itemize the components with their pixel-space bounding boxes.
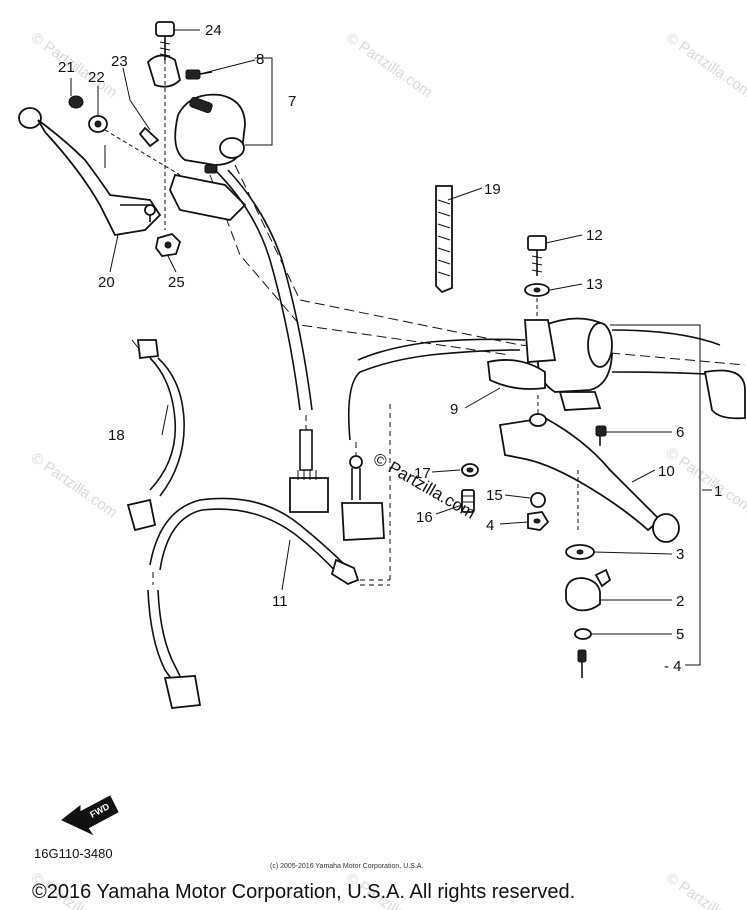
- small-parts-middle: [461, 463, 550, 531]
- left-switch-assembly: [146, 54, 247, 221]
- label-5: 5: [676, 626, 684, 643]
- label-7: 7: [288, 93, 296, 110]
- label-6: 6: [676, 424, 684, 441]
- label-12: 12: [586, 227, 603, 244]
- left-switch-cable: [214, 169, 329, 513]
- label-3: 3: [676, 546, 684, 563]
- cable-strap-19: [435, 185, 453, 294]
- label-1: 1: [714, 483, 722, 500]
- cable-18: [126, 339, 185, 532]
- label-17: 17: [414, 465, 431, 482]
- label-14: 4: [486, 517, 494, 534]
- label-10: 10: [658, 463, 675, 480]
- leader-lines: [70, 29, 712, 635]
- brake-lever-10: [498, 395, 680, 543]
- watermark-text: © Partzilla.com: [663, 869, 747, 910]
- watermark-text: © Partzilla.com: [663, 444, 747, 516]
- label-24: 24: [205, 22, 222, 39]
- label-20: 20: [98, 274, 115, 291]
- bolt-24: [155, 21, 175, 230]
- watermark-text: © Partzilla.com: [343, 29, 436, 101]
- right-switch-assembly: [347, 317, 746, 458]
- label-2: 2: [676, 593, 684, 610]
- diagram-code: 16G110-3480: [34, 846, 113, 861]
- small-copyright: (c) 2005-2016 Yamaha Motor Corporation, …: [270, 863, 423, 870]
- label-15: 15: [486, 487, 503, 504]
- fwd-arrow-icon: FWD: [61, 795, 119, 836]
- label-25: 25: [168, 274, 185, 291]
- callout-labels: 24 8 7 21 22 23 20 25 19 12 13 9 6 10 1 …: [58, 22, 722, 675]
- nut-25: [155, 232, 182, 257]
- label-18: 18: [108, 427, 125, 444]
- bolt-12: [524, 235, 550, 320]
- right-cable-connector: [341, 455, 385, 541]
- label-16: 16: [416, 509, 433, 526]
- switch-parts-stack: [565, 544, 612, 678]
- label-4: - 4: [664, 658, 682, 675]
- watermark-text: © Partzilla.com: [663, 29, 747, 101]
- label-21: 21: [58, 59, 75, 76]
- footer-copyright: ©2016 Yamaha Motor Corporation, U.S.A. A…: [32, 881, 575, 903]
- label-11: 11: [272, 593, 288, 610]
- label-9: 9: [450, 401, 458, 418]
- label-23: 23: [111, 53, 128, 70]
- label-22: 22: [88, 69, 105, 86]
- small-fasteners-left: [68, 95, 181, 176]
- handlebar-outline: [209, 164, 746, 666]
- label-19: 19: [484, 181, 501, 198]
- label-13: 13: [586, 276, 603, 293]
- clutch-lever-20: [18, 107, 162, 236]
- watermark-text: © Partzilla.com: [28, 449, 121, 521]
- screw-8: [185, 69, 213, 80]
- screw-6: [595, 425, 607, 446]
- cable-11: [147, 497, 390, 709]
- label-8: 8: [256, 51, 264, 68]
